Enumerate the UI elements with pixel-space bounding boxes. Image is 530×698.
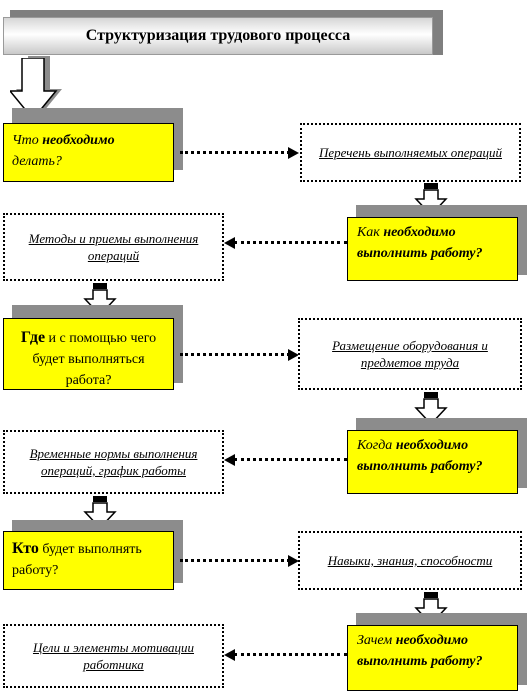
question-box-what: Что необходимо делать? <box>3 123 174 182</box>
down-arrow-4 <box>414 392 448 426</box>
down-arrow-1 <box>10 58 58 120</box>
question-box-who: Кто будет выполнять работу? <box>3 531 174 590</box>
question-pre: Зачем <box>357 633 396 648</box>
arrow-head-left-6 <box>224 649 235 661</box>
answer-text: Перечень выполняемых операций <box>319 145 502 160</box>
question-keyword: Кто <box>12 540 39 557</box>
connector-line-3 <box>180 353 290 356</box>
answer-text: Размещение оборудования и предметов труд… <box>332 338 488 370</box>
connector-line-1 <box>180 151 290 154</box>
question-box-how: Как необходимо выполнить работу? <box>347 217 518 281</box>
question-post: и с помощью чего будет выполняться работ… <box>32 331 157 388</box>
question-post: будет выполнять работу? <box>12 542 142 578</box>
answer-box-time-norms: Временные нормы выполнения операций, гра… <box>3 430 224 494</box>
diagram-title: Структуризация трудового процесса <box>3 17 433 55</box>
arrow-head-right-3 <box>288 349 299 361</box>
connector-line-5 <box>180 559 290 562</box>
answer-text: Навыки, знания, способности <box>327 553 493 568</box>
question-pre: Как <box>357 225 384 240</box>
answer-text: Цели и элементы мотивации работника <box>32 640 195 672</box>
answer-box-methods: Методы и приемы выполнения операций <box>3 213 224 281</box>
question-box-where: Где и с помощью чего будет выполняться р… <box>3 318 174 390</box>
answer-text: Методы и приемы выполнения операций <box>28 231 199 263</box>
arrow-head-right-1 <box>288 147 299 159</box>
connector-line-2 <box>234 241 347 244</box>
answer-box-motivation: Цели и элементы мотивации работника <box>3 624 224 688</box>
question-pre: Когда <box>357 438 396 453</box>
question-box-why: Зачем необходимо выполнить работу? <box>347 625 518 691</box>
answer-box-placement: Размещение оборудования и предметов труд… <box>298 318 522 390</box>
arrow-head-left-4 <box>224 454 235 466</box>
question-keyword: необходимо <box>42 133 115 148</box>
question-keyword: необходимо выполнить работу? <box>357 225 483 261</box>
answer-text: Временные нормы выполнения операций, гра… <box>29 446 198 478</box>
diagram-title-text: Структуризация трудового процесса <box>85 27 351 44</box>
question-post: делать? <box>12 154 62 169</box>
question-pre: Что <box>12 133 43 148</box>
answer-box-skills: Навыки, знания, способности <box>298 531 522 590</box>
arrow-head-right-5 <box>288 555 299 567</box>
arrow-head-left-2 <box>224 237 235 249</box>
question-keyword: необходимо выполнить работу? <box>357 633 483 669</box>
answer-box-operations: Перечень выполняемых операций <box>300 123 521 182</box>
question-keyword: Где <box>20 329 46 346</box>
connector-line-6 <box>234 653 347 656</box>
question-keyword: необходимо выполнить работу? <box>357 438 483 474</box>
question-box-when: Когда необходимо выполнить работу? <box>347 430 518 494</box>
connector-line-4 <box>234 458 347 461</box>
